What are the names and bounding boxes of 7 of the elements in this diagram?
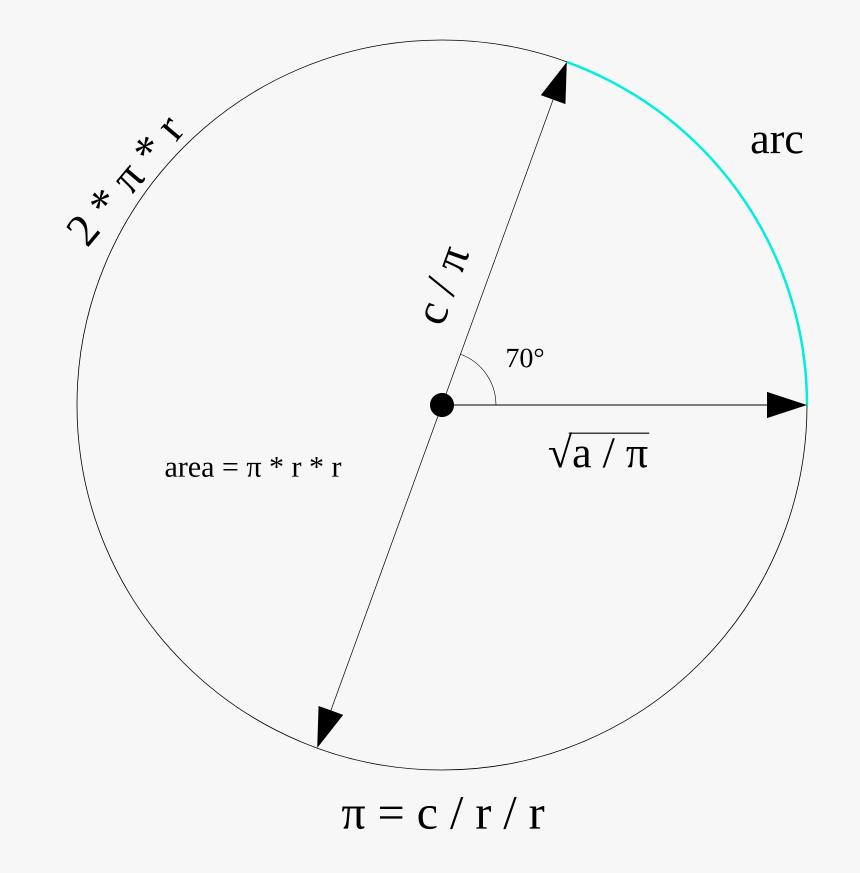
arc-label: arc: [752, 132, 803, 154]
circumference-label: 2 * π * r: [66, 117, 184, 247]
pi-formula-label: π = c / r / r: [342, 796, 544, 830]
area-label: area = π * r * r: [166, 457, 342, 477]
angle-label: 70°: [507, 348, 544, 368]
radius-label: √a / π: [549, 432, 650, 468]
diameter-label: c / π: [425, 246, 469, 324]
